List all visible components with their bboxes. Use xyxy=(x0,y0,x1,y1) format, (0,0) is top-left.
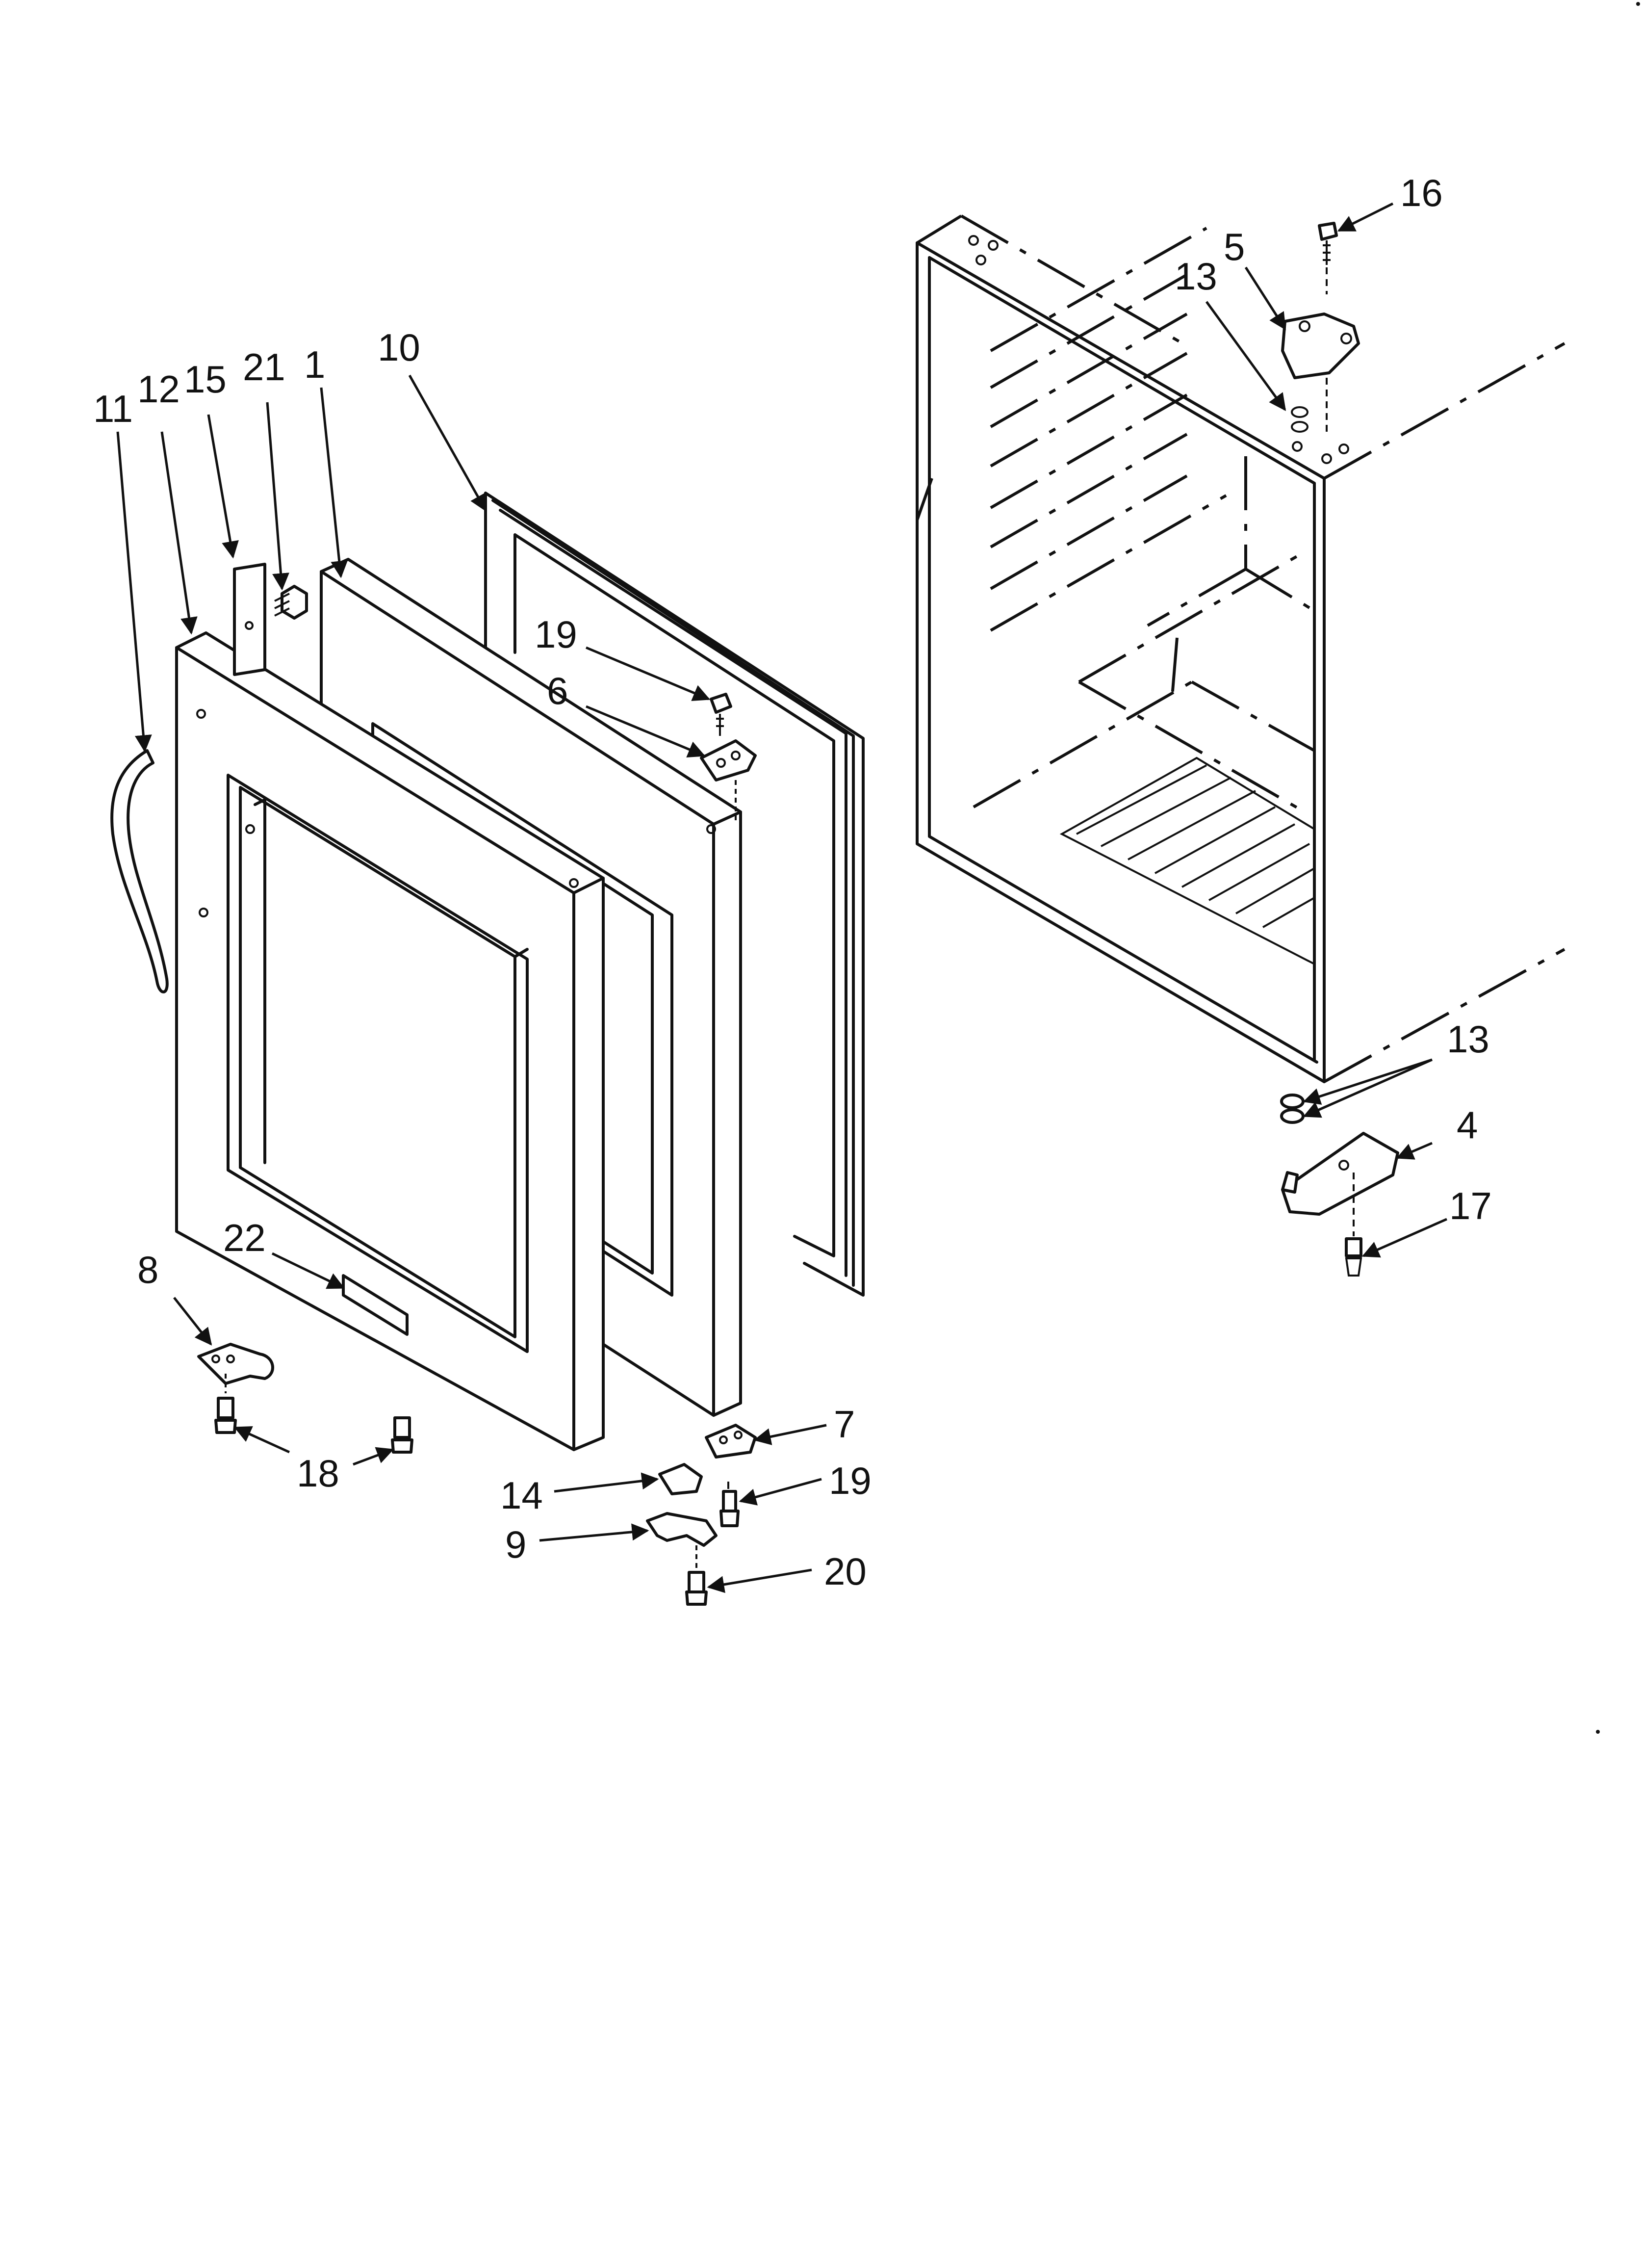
callout-15: 15 xyxy=(184,358,227,401)
callout-19-bottom: 19 xyxy=(829,1459,872,1502)
callout-18: 18 xyxy=(297,1452,339,1495)
callout-14: 14 xyxy=(500,1474,543,1517)
cabinet xyxy=(916,214,1565,1083)
callout-1: 1 xyxy=(304,343,325,386)
callout-19-top: 19 xyxy=(535,613,577,656)
callout-16: 16 xyxy=(1400,171,1443,214)
callout-20: 20 xyxy=(824,1550,867,1593)
callout-10: 10 xyxy=(378,326,420,369)
callout-21: 21 xyxy=(243,345,285,389)
vent-grille xyxy=(1059,756,1315,966)
outer-door-frame xyxy=(175,631,605,1451)
callout-13-bottom: 13 xyxy=(1447,1017,1489,1061)
callout-labels: 11 12 15 21 1 10 19 6 22 8 18 14 9 7 19 … xyxy=(93,171,1492,1593)
callout-22: 22 xyxy=(223,1216,266,1259)
strip-and-screw xyxy=(233,563,308,676)
door-handle xyxy=(110,749,169,993)
callout-5: 5 xyxy=(1224,225,1245,268)
callout-11: 11 xyxy=(93,387,133,430)
callout-6: 6 xyxy=(547,669,568,712)
door-gasket xyxy=(484,492,865,1297)
callout-8: 8 xyxy=(137,1248,158,1291)
callout-4: 4 xyxy=(1457,1103,1478,1147)
callout-17: 17 xyxy=(1449,1184,1492,1227)
top-hinge-assembly xyxy=(1281,222,1360,433)
door-bottom-hinge-parts xyxy=(646,1424,757,1606)
bracket-left xyxy=(197,1343,413,1454)
door-top-hinge xyxy=(700,693,757,824)
callout-7: 7 xyxy=(834,1403,855,1446)
leader-lines xyxy=(116,202,1448,1593)
bottom-hinge-assembly xyxy=(1280,1094,1399,1277)
callout-13-top: 13 xyxy=(1175,255,1217,298)
callout-12: 12 xyxy=(137,367,180,411)
callout-9: 9 xyxy=(505,1523,526,1566)
